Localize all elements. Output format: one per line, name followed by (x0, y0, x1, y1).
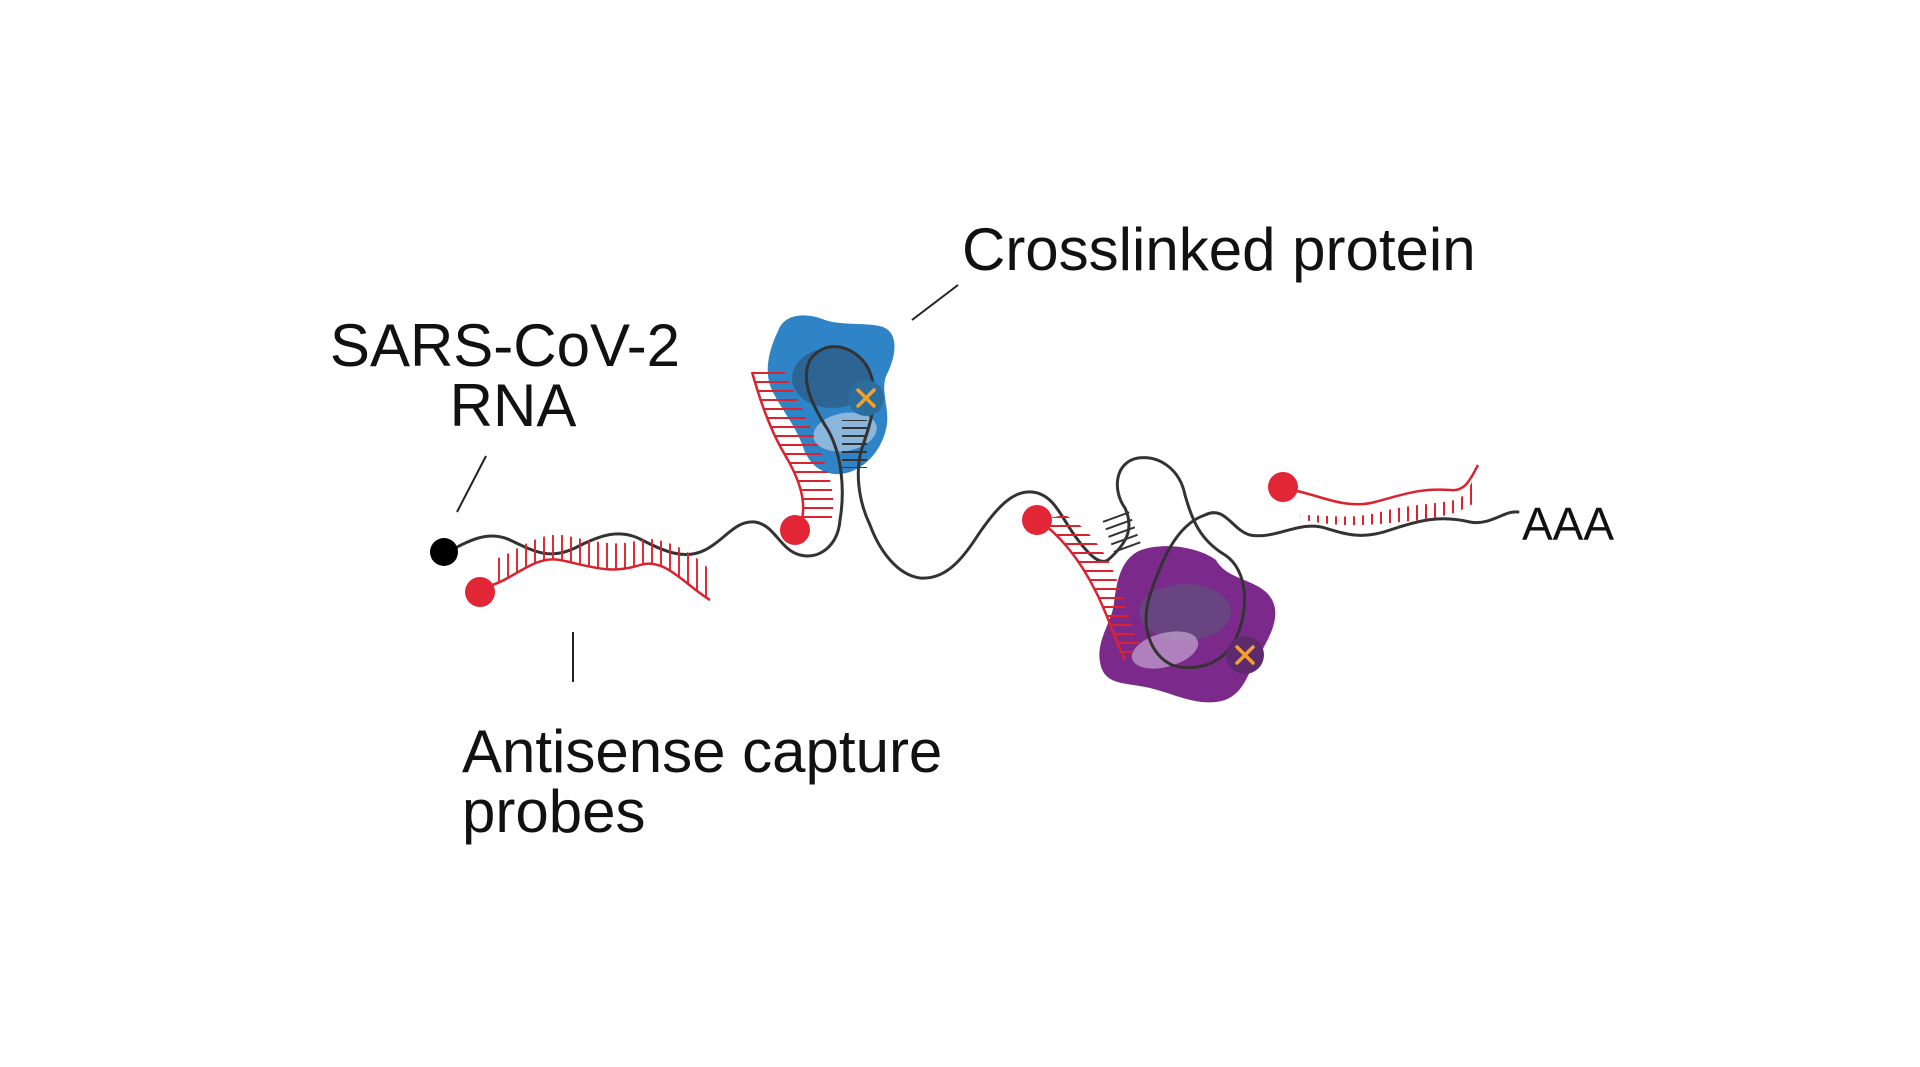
probe-1-tag (465, 577, 495, 607)
probe-3-tag (1022, 505, 1052, 535)
crosslink-x-icon-blue (848, 380, 884, 416)
probe-4 (1268, 464, 1480, 526)
probe-3 (1022, 505, 1140, 661)
probe-2-tag (780, 515, 810, 545)
probes-label-line2: probes (462, 778, 645, 845)
probes-label-line1: Antisense capture (462, 718, 942, 785)
rna-label-line2: RNA (450, 372, 577, 439)
hairpin2-basepairs (1102, 511, 1142, 555)
hairpin1-basepairs (842, 420, 867, 468)
protein-label: Crosslinked protein (962, 216, 1476, 283)
poly-a-label: AAA (1522, 498, 1614, 550)
cap-dot (430, 538, 458, 566)
probe-4-tag (1268, 472, 1298, 502)
rna-leader-line (456, 455, 487, 513)
protein-leader-line (911, 284, 959, 321)
probe-2 (750, 371, 834, 545)
probe-1 (465, 534, 711, 607)
rna-strand (442, 345, 1520, 670)
crosslink-x-icon-purple (1226, 636, 1264, 674)
rna-label-line1: SARS-CoV-2 (330, 312, 680, 379)
